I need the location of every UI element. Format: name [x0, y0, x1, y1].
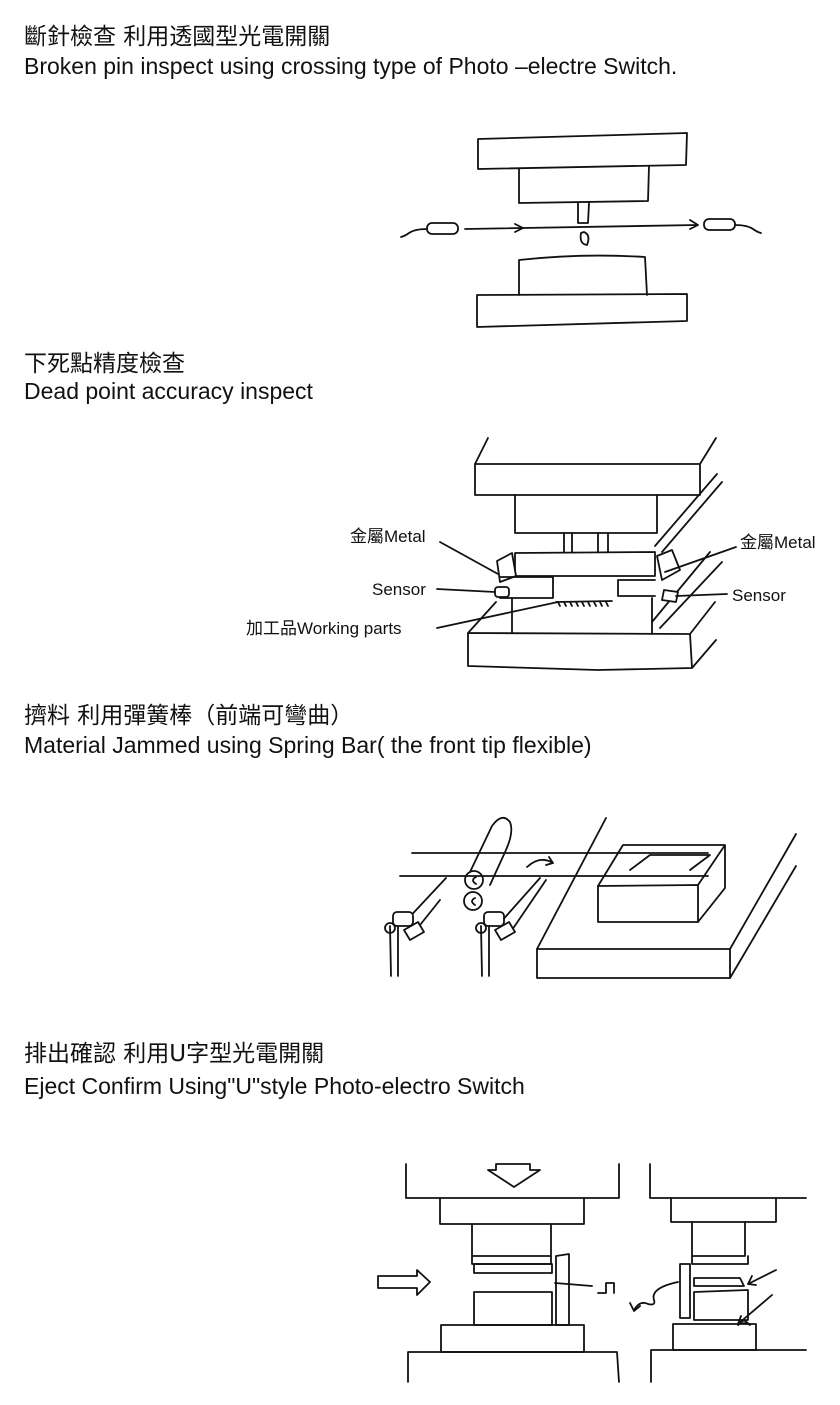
eject-part: [694, 1278, 744, 1286]
upper-die-plate: [478, 133, 687, 169]
label-metal-right: 金屬Metal: [740, 533, 816, 552]
section-title-en: Material Jammed using Spring Bar( the fr…: [24, 732, 592, 758]
upper-punch-block: [515, 495, 657, 533]
upper-holder-right: [671, 1198, 776, 1222]
section-title-zh: 下死點精度檢查: [24, 351, 185, 377]
broken-pin-fragment: [581, 232, 589, 245]
press-base-left: [408, 1352, 619, 1382]
roller-bottom: [464, 892, 482, 910]
light-beam: [465, 225, 697, 229]
upper-holder-left: [440, 1198, 584, 1224]
lower-block-left: [474, 1292, 552, 1325]
label-working-parts: 加工品Working parts: [246, 619, 402, 638]
metal-block-right: [657, 550, 680, 580]
sensor-head-left: [393, 912, 413, 926]
stripper-plate: [515, 552, 655, 576]
stripper-right: [694, 1290, 748, 1320]
receiver-sensor: [704, 219, 735, 230]
spring-bar-diagram: [0, 700, 840, 1020]
u-sensor-left: [556, 1254, 569, 1325]
upper-punch-left: [472, 1224, 551, 1256]
right-arrow: [378, 1270, 430, 1295]
eject-confirm-diagram: [0, 1020, 840, 1405]
spring-bar: [470, 818, 511, 885]
sensor-head-right: [484, 912, 504, 926]
dead-point-diagram: 金屬Metal 金屬Metal Sensor Sensor 加工品Working…: [246, 340, 816, 700]
section-title-zh: 斷針檢查 利用透國型光電開關: [24, 24, 331, 50]
broken-pin-diagram: [395, 125, 775, 335]
sensor-wire-right: [500, 878, 546, 930]
lower-die: [512, 598, 652, 634]
guide-rail: [652, 474, 722, 628]
signal-pulse: [555, 1283, 614, 1293]
lower-plate-right: [673, 1324, 756, 1350]
section-title-zh: 擠料 利用彈簧棒（前端可彎曲）: [24, 703, 354, 729]
leader-working-parts: [437, 602, 558, 628]
leader-sensor-left: [437, 589, 495, 592]
leader-sensor-right: [676, 594, 727, 596]
upper-punch-holder: [519, 166, 649, 203]
beam-arrow-2: [690, 220, 698, 229]
leader-metal-right: [665, 547, 736, 572]
section-eject-confirm: 排出確認 利用U字型光電開關 Eject Confirm Using"U"sty…: [0, 1020, 840, 1405]
arrow-to-part: [748, 1270, 776, 1285]
die-plate: [537, 949, 730, 978]
label-metal-left: 金屬Metal: [350, 527, 426, 546]
label-sensor-right: Sensor: [732, 586, 786, 605]
eject-curve-arrow: [630, 1282, 678, 1311]
stripper-left: [474, 1264, 552, 1273]
roller-top: [465, 871, 483, 889]
press-base-right: [651, 1350, 806, 1382]
sensor-right: [662, 590, 678, 602]
label-sensor-left: Sensor: [372, 580, 426, 599]
section-title-zh: 排出確認 利用U字型光電開關: [24, 1041, 325, 1067]
sensor-left: [495, 587, 509, 597]
section-broken-pin: 斷針檢查 利用透國型光電開關 Broken pin inspect using …: [0, 0, 840, 340]
sensor-stand-right: [481, 926, 489, 976]
press-top-frame-left: [406, 1164, 619, 1198]
section-title-en: Dead point accuracy inspect: [24, 378, 313, 404]
receiver-cable: [735, 225, 761, 233]
upper-plate: [475, 464, 700, 495]
lower-die-block: [519, 256, 647, 295]
down-arrow: [488, 1164, 540, 1187]
metal-block-left: [497, 553, 516, 582]
punch-pin: [578, 203, 589, 223]
work-block: [598, 885, 698, 922]
flex-arrow: [527, 857, 553, 867]
section-title-en: Eject Confirm Using"U"style Photo-electr…: [24, 1073, 525, 1099]
upper-punch-right: [692, 1222, 745, 1256]
emitter-sensor: [427, 223, 458, 234]
section-material-jammed: 擠料 利用彈簧棒（前端可彎曲） Material Jammed using Sp…: [0, 700, 840, 1020]
lower-base: [468, 633, 692, 670]
working-part: [556, 601, 612, 602]
u-sensor-right: [680, 1264, 690, 1318]
lower-plate-left: [441, 1325, 584, 1352]
beam-arrow-1: [515, 224, 523, 232]
press-top-frame-right: [650, 1164, 806, 1198]
sensor-stand-left: [390, 926, 398, 976]
guide-posts: [564, 533, 608, 552]
section-dead-point: 下死點精度檢查 Dead point accuracy inspect: [0, 340, 840, 700]
section-title-en: Broken pin inspect using crossing type o…: [24, 53, 678, 79]
emitter-cable: [401, 229, 427, 237]
lower-die-plate: [477, 294, 687, 327]
leader-metal-left: [440, 542, 498, 574]
